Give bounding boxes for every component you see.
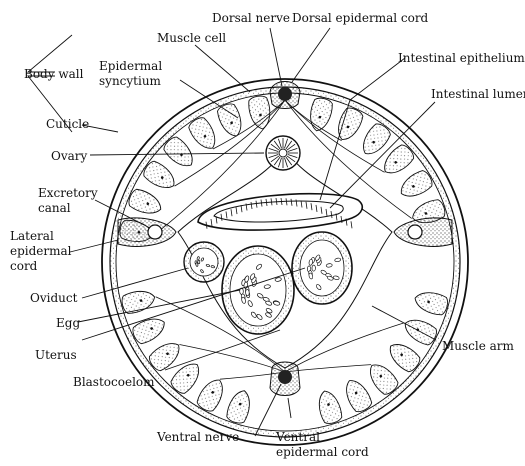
label-ovary: Ovary: [51, 149, 88, 163]
label-egg: Egg: [56, 316, 80, 330]
label-lateral-epidermal-cord-line3: cord: [10, 259, 38, 273]
label-intestinal-epithelium: Intestinal epithelium: [398, 51, 525, 65]
label-body-wall: Body wall: [24, 67, 84, 81]
uterus-left: [222, 246, 294, 334]
label-uterus: Uterus: [35, 348, 77, 362]
excretory-canal-right: [408, 225, 422, 239]
label-epidermal-syncytium-line1: Epidermal: [99, 59, 162, 73]
label-oviduct: Oviduct: [30, 291, 78, 305]
label-lateral-epidermal-cord-line1: Lateral: [10, 229, 54, 243]
label-muscle-arm: Muscle arm: [442, 339, 515, 353]
uterus-right: [292, 232, 352, 304]
label-ventral-epidermal-cord-line1: Ventral: [275, 430, 320, 444]
egg: [245, 289, 249, 296]
dorsal-nerve: [278, 87, 292, 101]
label-ventral-nerve: Ventral nerve: [156, 430, 239, 444]
egg: [326, 263, 332, 267]
label-blastocoelom: Blastocoelom: [73, 375, 155, 389]
label-muscle-cell: Muscle cell: [157, 31, 226, 45]
ovary: [266, 136, 300, 170]
label-excretory-canal-line2: canal: [38, 201, 71, 215]
excretory-canal-left: [148, 225, 162, 239]
egg: [312, 265, 315, 271]
oviduct: [184, 242, 224, 282]
egg: [198, 260, 200, 264]
label-dorsal-nerve: Dorsal nerve: [212, 11, 290, 25]
label-ventral-epidermal-cord-line2: epidermal cord: [276, 445, 369, 459]
label-excretory-canal-line1: Excretory: [38, 186, 98, 200]
ventral-nerve: [278, 370, 292, 384]
label-intestinal-lumen: Intestinal lumen: [431, 87, 525, 101]
label-cuticle: Cuticle: [46, 117, 89, 131]
label-lateral-epidermal-cord-line2: epidermal: [10, 244, 72, 258]
label-epidermal-syncytium-line2: syncytium: [99, 74, 162, 88]
label-dorsal-epidermal-cord: Dorsal epidermal cord: [292, 11, 429, 25]
